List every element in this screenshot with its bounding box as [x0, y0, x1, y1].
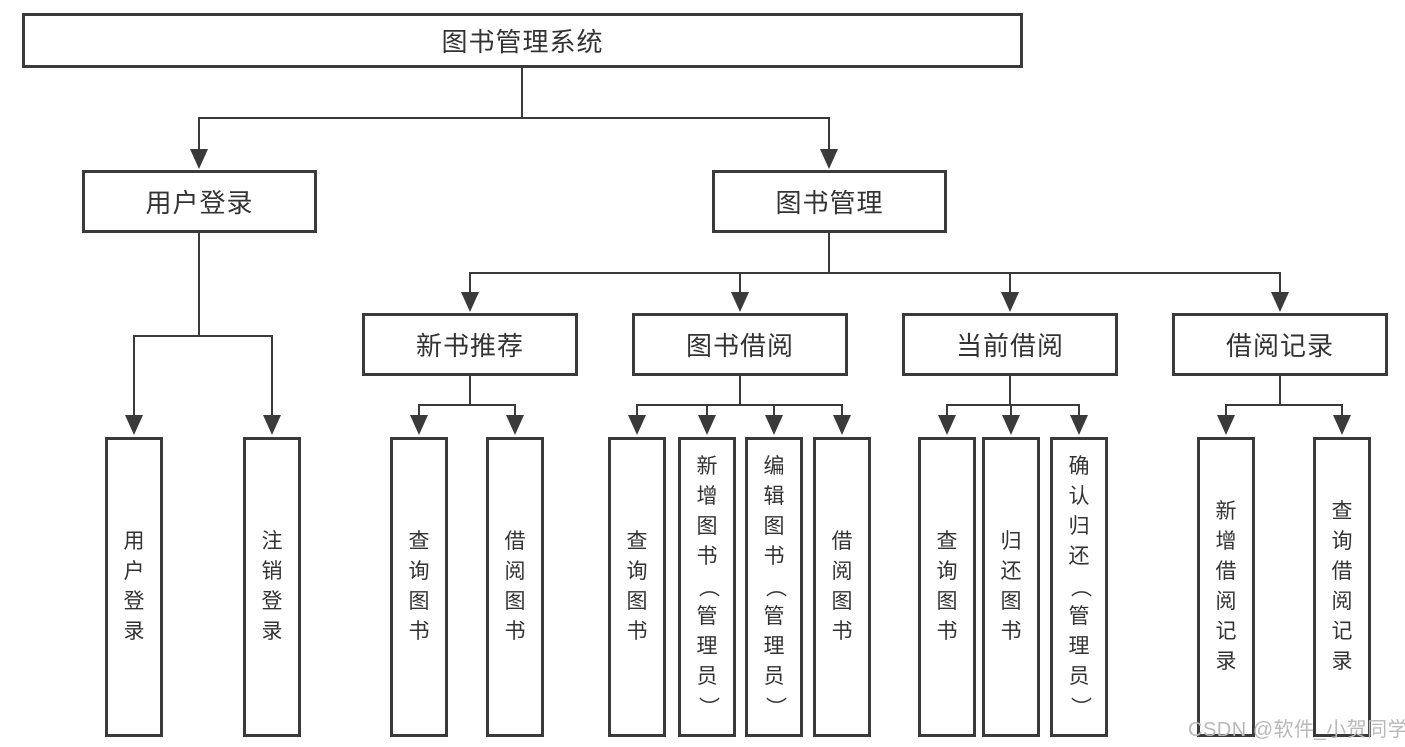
- connector-line: [946, 405, 948, 418]
- connector-line: [469, 273, 471, 295]
- arrow-down-icon: [820, 149, 838, 169]
- arrow-down-icon: [1070, 415, 1088, 435]
- node-leaf-user-login: 用户登录: [105, 437, 163, 737]
- node-label: 借阅记录: [1225, 331, 1334, 361]
- node-label: 归还图书: [1000, 530, 1022, 643]
- connector-line: [198, 117, 830, 119]
- connector-line: [1225, 404, 1343, 406]
- connector-line: [1225, 405, 1227, 418]
- connector-line: [469, 272, 1281, 274]
- node-label: 新书推荐: [415, 331, 524, 361]
- node-leaf-add-borrow-record: 新增借阅记录: [1197, 437, 1255, 737]
- connector-line: [469, 376, 471, 405]
- connector-line: [418, 404, 516, 406]
- node-label: 用户登录: [123, 530, 145, 643]
- connector-line: [133, 335, 273, 337]
- node-label: 新增借阅记录: [1215, 500, 1237, 673]
- node-leaf-query-books-recommend: 查询图书: [390, 437, 448, 737]
- arrow-down-icon: [1271, 292, 1289, 312]
- arrow-down-icon: [765, 415, 783, 435]
- arrow-down-icon: [190, 149, 208, 169]
- arrow-down-icon: [410, 415, 428, 435]
- node-leaf-query-books-borrowing: 查询图书: [608, 437, 666, 737]
- connector-line: [1010, 405, 1012, 418]
- connector-line: [739, 376, 741, 405]
- arrow-down-icon: [698, 415, 716, 435]
- node-label: 注销登录: [261, 530, 283, 643]
- node-label: 查询图书: [936, 530, 958, 643]
- node-leaf-edit-book-admin: 编辑图书（管理员）: [745, 437, 803, 737]
- node-label: 用户登录: [145, 188, 254, 218]
- node-book-management: 图书管理: [712, 170, 947, 233]
- node-label: 图书管理: [775, 188, 884, 218]
- connector-line: [198, 233, 200, 336]
- arrow-down-icon: [506, 415, 524, 435]
- arrow-down-icon: [263, 415, 281, 435]
- node-label: 图书借阅: [685, 331, 794, 361]
- arrow-down-icon: [1001, 292, 1019, 312]
- connector-line: [1341, 405, 1343, 418]
- node-label: 编辑图书（管理员）: [763, 455, 786, 718]
- arrow-down-icon: [628, 415, 646, 435]
- node-label: 图书管理系统: [441, 27, 604, 57]
- arrow-down-icon: [833, 415, 851, 435]
- node-current-borrowing: 当前借阅: [902, 313, 1118, 376]
- connector-line: [841, 405, 843, 418]
- connector-line: [521, 68, 523, 118]
- node-label: 查询图书: [408, 530, 430, 643]
- connector-line: [773, 405, 775, 418]
- connector-line: [198, 118, 200, 151]
- connector-line: [828, 118, 830, 151]
- connector-line: [828, 233, 830, 273]
- node-borrowing-records: 借阅记录: [1172, 313, 1388, 376]
- node-book-borrowing: 图书借阅: [632, 313, 848, 376]
- node-label: 当前借阅: [955, 331, 1064, 361]
- node-label: 新增图书（管理员）: [696, 455, 719, 718]
- node-leaf-borrow-books-recommend: 借阅图书: [486, 437, 544, 737]
- connector-line: [133, 336, 135, 418]
- connector-line: [514, 405, 516, 418]
- node-new-book-recommendation: 新书推荐: [362, 313, 578, 376]
- node-label: 借阅图书: [831, 530, 853, 643]
- connector-line: [739, 273, 741, 295]
- arrow-down-icon: [731, 292, 749, 312]
- connector-line: [1279, 376, 1281, 405]
- node-label: 借阅图书: [504, 530, 526, 643]
- node-user-login: 用户登录: [82, 170, 317, 233]
- arrow-down-icon: [1333, 415, 1351, 435]
- node-leaf-confirm-return-admin: 确认归还（管理员）: [1050, 437, 1108, 737]
- arrow-down-icon: [1002, 415, 1020, 435]
- node-leaf-logout: 注销登录: [243, 437, 301, 737]
- node-leaf-query-books-current: 查询图书: [918, 437, 976, 737]
- node-label: 查询借阅记录: [1331, 500, 1353, 673]
- arrow-down-icon: [1217, 415, 1235, 435]
- connector-line: [1279, 273, 1281, 295]
- connector-line: [1009, 273, 1011, 295]
- node-leaf-borrow-books-borrowing: 借阅图书: [813, 437, 871, 737]
- node-leaf-query-borrow-record: 查询借阅记录: [1313, 437, 1371, 737]
- connector-line: [1078, 405, 1080, 418]
- arrow-down-icon: [125, 415, 143, 435]
- connector-line: [946, 404, 1080, 406]
- node-leaf-return-books: 归还图书: [982, 437, 1040, 737]
- csdn-watermark: CSDN @软件_小贺同学: [1188, 719, 1405, 741]
- connector-line: [1009, 376, 1011, 405]
- node-library-management-system: 图书管理系统: [22, 13, 1023, 68]
- connector-line: [636, 405, 638, 418]
- arrow-down-icon: [938, 415, 956, 435]
- connector-line: [418, 405, 420, 418]
- arrow-down-icon: [461, 292, 479, 312]
- connector-line: [706, 405, 708, 418]
- node-label: 查询图书: [626, 530, 648, 643]
- connector-line: [271, 336, 273, 418]
- node-label: 确认归还（管理员）: [1068, 455, 1091, 718]
- node-leaf-add-book-admin: 新增图书（管理员）: [678, 437, 736, 737]
- connector-line: [636, 404, 843, 406]
